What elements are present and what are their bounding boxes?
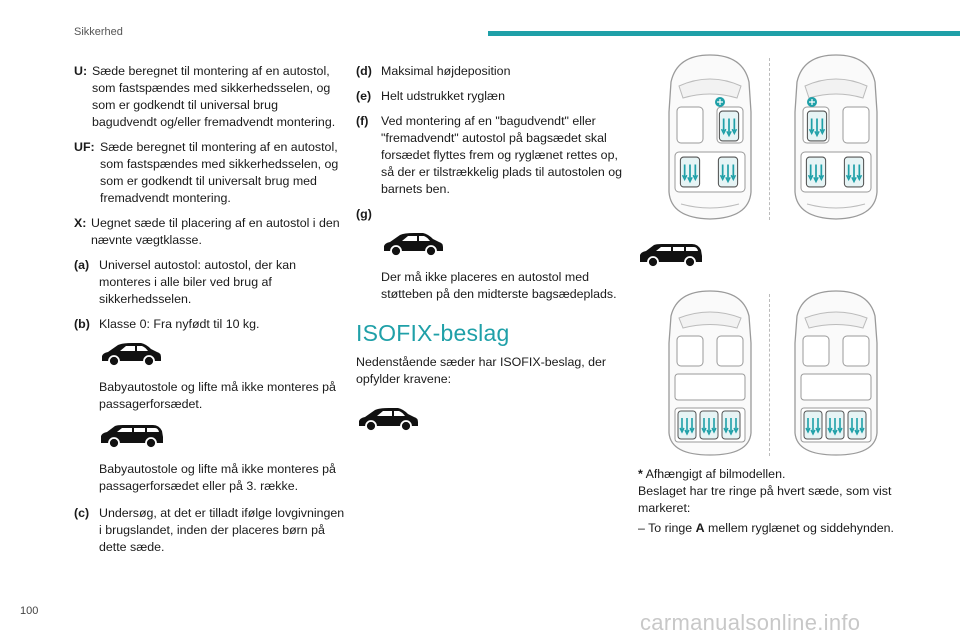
entry-text: Sæde beregnet til montering af en autost…: [100, 140, 339, 205]
footnote-text: Afhængigt af bilmodellen.: [642, 467, 786, 481]
diagram-7seat-right: [790, 288, 882, 463]
column-right-text: * Afhængigt af bilmodellen. Beslaget har…: [638, 466, 938, 537]
entry-key: (f): [356, 114, 369, 128]
divider: [769, 294, 770, 456]
entry-d: (d) Maksimal højdeposition: [356, 63, 626, 80]
watermark: carmanualsonline.info: [640, 610, 861, 635]
column-middle: (d) Maksimal højdeposition (e) Helt udst…: [356, 63, 626, 432]
b-sub-text-1: Babyautostole og lifte må ikke monteres …: [99, 380, 336, 411]
isofix-seat-mark: [719, 111, 738, 141]
entry-text: Universel autostol: autostol, der kan mo…: [99, 258, 296, 306]
rings-description: Beslaget har tre ringe på hvert sæde, so…: [638, 484, 892, 515]
footnote: * Afhængigt af bilmodellen.: [638, 466, 938, 483]
rings-bullet: – To ringe A mellem ryglænet og siddehyn…: [638, 520, 938, 537]
bullet-prefix: – To ringe: [638, 521, 696, 535]
suv-car-icon: [381, 231, 445, 257]
entry-a: (a) Universel autostol: autostol, der ka…: [74, 257, 346, 308]
car-seat-topview-diagram: [664, 288, 756, 458]
column-left: U: Sæde beregnet til montering af en aut…: [74, 63, 346, 564]
header-accent-bar: [488, 31, 960, 36]
isofix-seat-mark: [826, 411, 844, 439]
isofix-seat-mark: [807, 111, 826, 141]
entry-text: Maksimal højdeposition: [381, 64, 511, 78]
diagram-5seat-right: [790, 52, 882, 227]
g-sub-suv: Der må ikke placeres en autostol med stø…: [381, 231, 626, 303]
isofix-seat-mark: [680, 157, 699, 187]
isofix-seat-mark: [722, 411, 740, 439]
entry-text: Ved montering af en "bagudvendt" eller "…: [381, 114, 623, 196]
entry-b: (b) Klasse 0: Fra nyfødt til 10 kg.: [74, 316, 346, 333]
car-seat-topview-diagram: [664, 52, 756, 222]
isofix-intro: Nedenstående sæder har ISOFIX-beslag, de…: [356, 355, 607, 386]
b-sub-mpv: Babyautostole og lifte må ikke monteres …: [99, 423, 346, 495]
bullet-rest: mellem ryglænet og siddehynden.: [704, 521, 894, 535]
isofix-seat-mark: [804, 411, 822, 439]
section-header: Sikkerhed: [74, 26, 123, 38]
suv-car-icon: [356, 406, 420, 432]
entry-key: (e): [356, 89, 372, 103]
entry-uf: UF: Sæde beregnet til montering af en au…: [74, 139, 346, 207]
entry-key: (a): [74, 258, 90, 272]
entry-g: (g): [356, 206, 626, 223]
entry-key: (g): [356, 207, 372, 221]
isofix-seat-mark: [848, 411, 866, 439]
b-sub-suv: Babyautostole og lifte må ikke monteres …: [99, 341, 346, 413]
entry-text: Helt udstrukket ryglæn: [381, 89, 505, 103]
mpv-car-icon: [99, 423, 165, 449]
entry-x: X: Uegnet sæde til placering af en autos…: [74, 215, 346, 249]
diagram-5seat-left: [664, 52, 756, 227]
suv-car-icon: [99, 341, 163, 367]
diagram-7seat-left: [664, 288, 756, 463]
entry-text: [381, 206, 626, 223]
isofix-seat-mark: [700, 411, 718, 439]
isofix-seat-mark: [844, 157, 863, 187]
entry-key: (c): [74, 506, 90, 520]
isofix-seat-mark: [718, 157, 737, 187]
isofix-seat-mark: [806, 157, 825, 187]
page-number: 100: [20, 605, 39, 617]
b-sub-text-2: Babyautostole og lifte må ikke monteres …: [99, 462, 336, 493]
entry-key: UF:: [74, 140, 95, 154]
entry-c: (c) Undersøg, at det er tilladt ifølge l…: [74, 505, 346, 556]
entry-key: (b): [74, 317, 90, 331]
entry-text: Undersøg, at det er tilladt ifølge lovgi…: [99, 506, 345, 554]
entry-key: (d): [356, 64, 372, 78]
entry-f: (f) Ved montering af en "bagudvendt" ell…: [356, 113, 626, 198]
isofix-title: ISOFIX-beslag: [356, 320, 510, 346]
car-seat-topview-diagram: [790, 288, 882, 458]
bullet-bold: A: [695, 521, 705, 535]
mpv-car-icon: [638, 242, 704, 268]
footnote-star: *: [638, 467, 643, 481]
entry-text: Sæde beregnet til montering af en autost…: [92, 64, 336, 129]
car-seat-topview-diagram: [790, 52, 882, 222]
entry-key: X:: [74, 216, 87, 230]
g-sub-text: Der må ikke placeres en autostol med stø…: [381, 270, 617, 301]
entry-text: Uegnet sæde til placering af en autostol…: [91, 216, 340, 247]
divider: [769, 58, 770, 220]
entry-text: Klasse 0: Fra nyfødt til 10 kg.: [99, 317, 260, 331]
entry-u: U: Sæde beregnet til montering af en aut…: [74, 63, 346, 131]
entry-key: U:: [74, 64, 88, 78]
entry-e: (e) Helt udstrukket ryglæn: [356, 88, 626, 105]
isofix-seat-mark: [678, 411, 696, 439]
